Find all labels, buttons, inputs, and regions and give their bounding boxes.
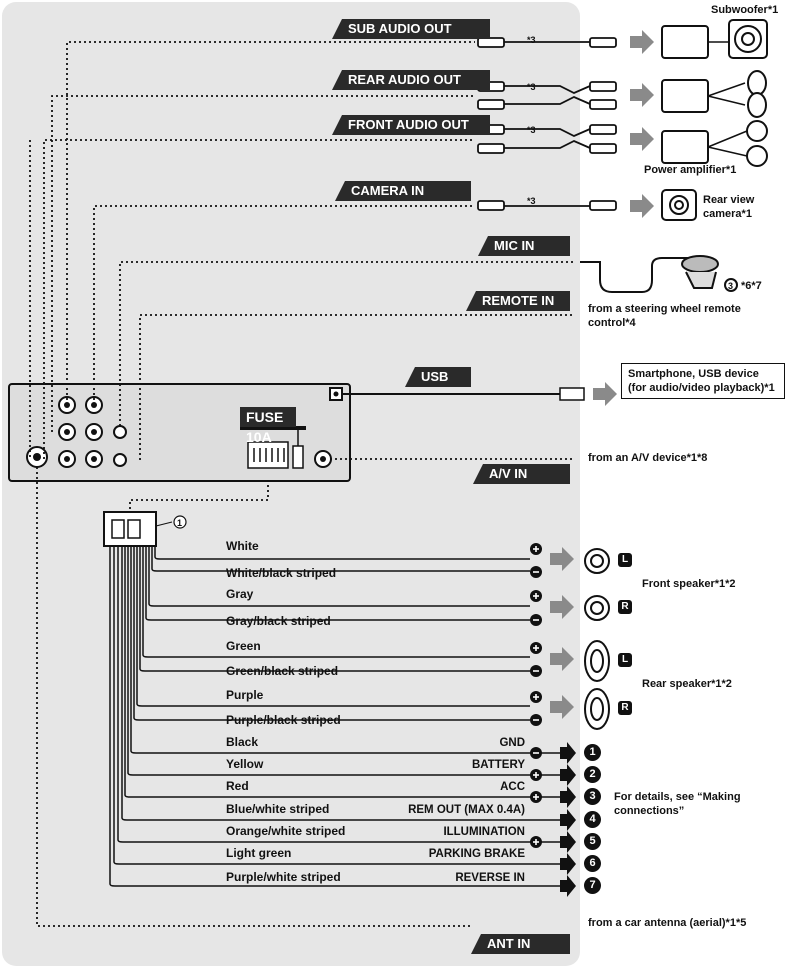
connection-number: 4 (584, 811, 601, 828)
connection-number: 2 (584, 766, 601, 783)
callout-3: 3 (728, 281, 734, 291)
connection-arrows (550, 30, 654, 719)
wire-label: Gray/black striped (226, 614, 331, 628)
wire-function: GND (499, 737, 525, 749)
wire-function: ILLUMINATION (443, 826, 525, 838)
usb-tag: USB (405, 367, 471, 387)
note-marker: *3 (527, 196, 536, 206)
details-note: For details, see “Making connections” (614, 791, 741, 817)
wire-label: Yellow (226, 757, 264, 771)
usb-cable (343, 387, 585, 401)
connection-number: 7 (584, 877, 601, 894)
microphone (580, 255, 738, 293)
amp-leads (707, 41, 748, 157)
mic-note: *6*7 (741, 280, 762, 292)
ant-in-tag: ANT IN (471, 934, 570, 954)
subwoofer-label: Subwoofer*1 (711, 4, 779, 16)
connection-number: 3 (584, 788, 601, 805)
remote-in-tag: REMOTE IN (466, 291, 570, 311)
wire-function: REVERSE IN (455, 872, 525, 884)
head-unit (8, 383, 351, 482)
amplifier-boxes (661, 19, 768, 221)
rear-audio-out-tag: REAR AUDIO OUT (332, 70, 490, 90)
note-marker: *3 (527, 82, 536, 92)
background-panel (2, 2, 580, 966)
wire-label: Green/black striped (226, 664, 339, 678)
wire-function: BATTERY (471, 759, 525, 771)
wire-label: Light green (226, 846, 292, 860)
wire-label: Green (226, 639, 261, 653)
wire-label: Gray (226, 587, 254, 601)
wire-label: Purple (226, 688, 264, 702)
steering-remote-label: from a steering wheel remote control*4 (588, 303, 741, 329)
connection-number: 6 (584, 855, 601, 872)
sub-audio-out-tag: SUB AUDIO OUT (332, 19, 490, 39)
camera-in-tag: CAMERA IN (335, 181, 471, 201)
power-arrows (560, 742, 576, 897)
wire-function: PARKING BRAKE (428, 848, 525, 860)
wire-label: White/black striped (226, 566, 337, 580)
mic-in-tag: MIC IN (478, 236, 570, 256)
note-marker: *3 (527, 35, 536, 45)
dotted-leads (29, 41, 575, 927)
connection-number: 5 (584, 833, 601, 850)
smartphone-box: Smartphone, USB device (for audio/video … (621, 363, 785, 399)
wire-function: ACC (500, 781, 525, 793)
wire-label: Orange/white striped (226, 824, 346, 838)
av-device-label: from an A/V device*1*8 (588, 452, 708, 464)
rear-speaker-label: Rear speaker*1*2 (642, 678, 732, 690)
front-audio-out-tag: FRONT AUDIO OUT (332, 115, 490, 135)
wire-label: White (226, 539, 259, 553)
fuse-label: FUSE 10A (240, 407, 296, 445)
power-amplifier-label: Power amplifier*1 (644, 164, 737, 176)
speakers (584, 548, 610, 730)
rear-camera-label: Rear view camera*1 (703, 194, 755, 220)
av-in-tag: A/V IN (473, 464, 570, 484)
speaker-left-badge: L (618, 653, 632, 667)
wire-harness-connector (103, 511, 187, 547)
wire-label: Purple/black striped (226, 713, 341, 727)
wire-function: REM OUT (MAX 0.4A) (408, 804, 525, 816)
connection-number: 1 (584, 744, 601, 761)
wire-label: Blue/white striped (226, 802, 330, 816)
callout-1: 1 (177, 518, 183, 528)
wire-label: Purple/white striped (226, 870, 341, 884)
speaker-right-badge: R (618, 701, 632, 715)
polarity-symbols (530, 543, 542, 848)
speaker-left-badge: L (618, 553, 632, 567)
wire-label: Red (226, 779, 249, 793)
harness-wires (109, 546, 560, 887)
wire-label: Black (226, 735, 259, 749)
antenna-label: from a car antenna (aerial)*1*5 (588, 917, 747, 929)
note-marker: *3 (527, 125, 536, 135)
speaker-right-badge: R (618, 600, 632, 614)
front-speaker-label: Front speaker*1*2 (642, 578, 736, 590)
